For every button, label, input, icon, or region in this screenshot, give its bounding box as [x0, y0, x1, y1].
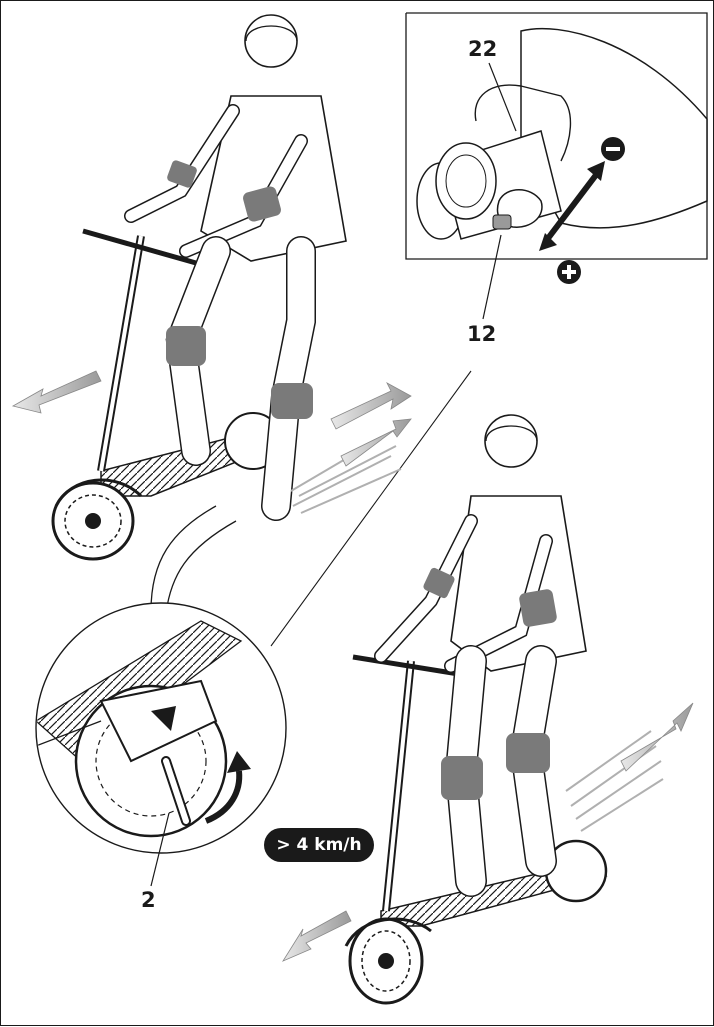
divider-line: [270, 370, 472, 647]
plus-circle-icon: [557, 260, 581, 284]
minus-circle-icon: [601, 137, 625, 161]
speed-threshold-badge: > 4 km/h: [264, 828, 374, 862]
throttle-inset: [405, 12, 708, 320]
callout-throttle-22: 22: [468, 37, 498, 61]
callout-brake-12: 12: [467, 322, 497, 346]
callout-kickstand-2: 2: [141, 888, 156, 912]
kickstand-detail-circle: [35, 505, 287, 887]
rider-kicking-off: [11, 14, 412, 561]
rider-riding: [281, 414, 694, 1005]
